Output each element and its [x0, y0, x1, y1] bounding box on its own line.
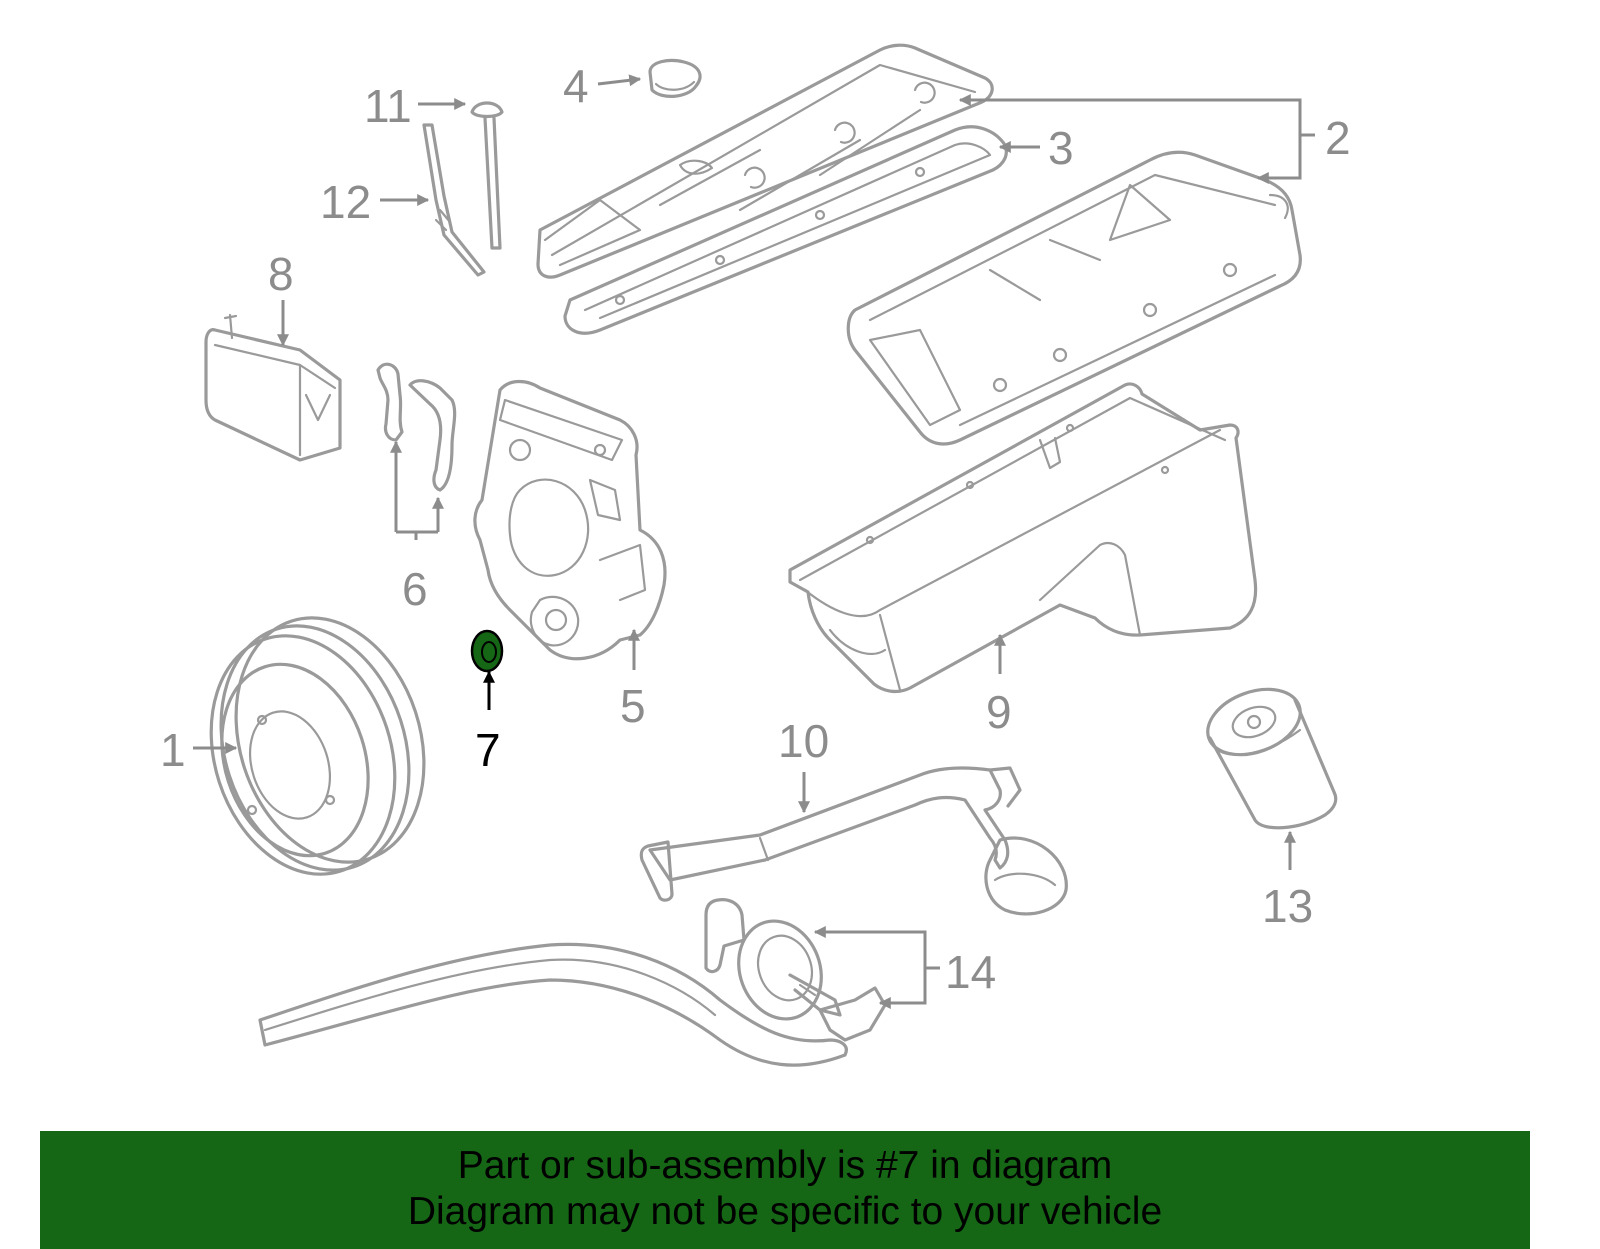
oil-filter [1206, 687, 1338, 830]
info-banner: Part or sub-assembly is #7 in diagram Di… [40, 1131, 1530, 1249]
callout-leaders [193, 74, 1315, 1009]
timing-cover [473, 379, 667, 661]
oil-pump-pickup-tube [639, 766, 1068, 916]
timing-cover-oil-seal [470, 629, 504, 673]
banner-line-part: Part or sub-assembly is #7 in diagram [457, 1144, 1113, 1187]
callout-11: 11 [364, 80, 412, 132]
valve-cover-upper [536, 43, 994, 279]
callout-12: 12 [320, 176, 371, 228]
callout-8: 8 [268, 248, 294, 300]
callout-10: 10 [778, 715, 829, 767]
oil-filler-cap [648, 58, 702, 98]
callout-numbers: 1 2 3 4 5 6 7 8 9 10 11 12 13 14 [160, 60, 1351, 998]
oil-pump-and-gasket [258, 898, 887, 1067]
exploded-parts-diagram: 1 2 3 4 5 6 7 8 9 10 11 12 13 14 [160, 43, 1351, 1067]
crankshaft-pulley [209, 616, 426, 876]
dipstick-and-tube [422, 101, 504, 277]
valve-cover-gasket [563, 125, 1008, 335]
valve-cover-lower [846, 150, 1302, 446]
oil-cooler [204, 313, 342, 462]
callout-13: 13 [1262, 880, 1313, 932]
callout-6: 6 [402, 563, 428, 615]
callout-2: 2 [1325, 112, 1351, 164]
callout-9: 9 [986, 686, 1012, 738]
banner-line-disclaimer: Diagram may not be specific to your vehi… [407, 1190, 1163, 1233]
oil-pan [788, 382, 1258, 694]
callout-14: 14 [945, 946, 996, 998]
callout-3: 3 [1048, 122, 1074, 174]
callout-5: 5 [620, 680, 646, 732]
callout-4: 4 [563, 60, 589, 112]
timing-cover-gaskets [376, 362, 457, 492]
callout-7: 7 [475, 724, 501, 776]
callout-1: 1 [160, 724, 186, 776]
